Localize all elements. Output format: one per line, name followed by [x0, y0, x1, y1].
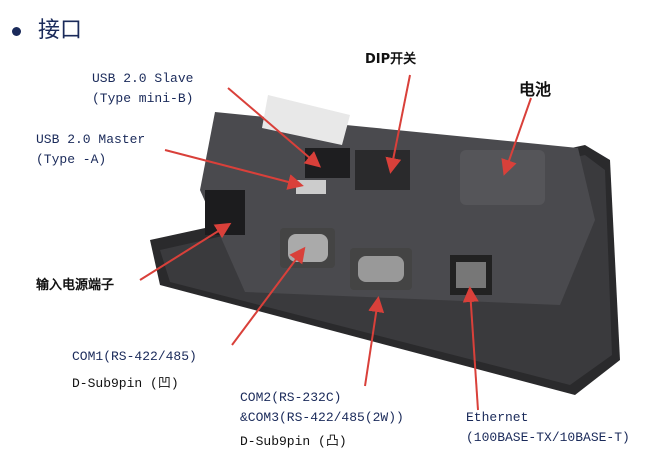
arrow-usb-slave: [227, 87, 322, 168]
arrow-usb-master: [164, 149, 304, 190]
label-usb-master-type: (Type -A): [36, 152, 107, 167]
label-com1-connector: D-Sub9pin (凹): [72, 376, 179, 391]
label-usb-master: USB 2.0 Master: [36, 132, 146, 147]
arrow-ethernet: [462, 286, 479, 411]
page-title: 接口: [38, 18, 83, 43]
label-com1: COM1(RS-422/485): [72, 349, 197, 364]
label-power: 输入电源端子: [36, 278, 115, 293]
label-com23-connector: D-Sub9pin (凸): [240, 434, 347, 449]
arrow-power: [139, 222, 232, 281]
bullet: [12, 27, 21, 36]
arrow-com23: [364, 296, 385, 387]
battery-cover: [460, 150, 545, 205]
arrow-dip: [385, 74, 411, 174]
label-com3: &COM3(RS-422/485(2W)): [240, 410, 404, 425]
label-com2: COM2(RS-232C): [240, 390, 342, 405]
arrow-com1: [231, 246, 306, 346]
label-usb-slave: USB 2.0 Slave: [92, 71, 194, 86]
label-battery: 电池: [519, 80, 552, 99]
spec-label: [262, 95, 350, 145]
arrow-battery: [501, 97, 532, 176]
label-ethernet: Ethernet: [466, 410, 529, 425]
label-ethernet-spec: (100BASE-TX/10BASE-T): [466, 430, 630, 445]
label-dip: DIP开关: [365, 52, 417, 67]
label-usb-slave-type: (Type mini-B): [92, 91, 194, 106]
